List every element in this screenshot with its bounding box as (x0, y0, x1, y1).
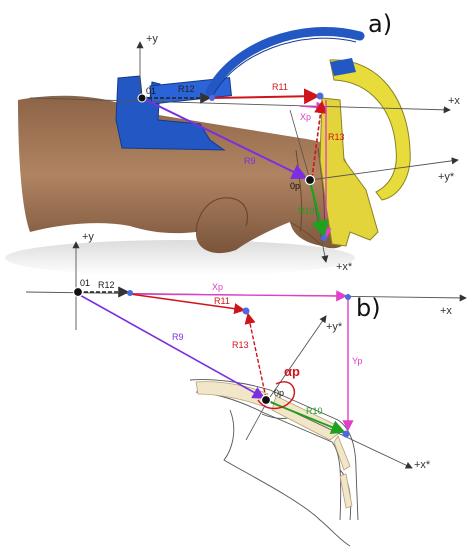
axis-a-y-label: +y (146, 33, 158, 45)
axis-b-x-label: +x (440, 305, 452, 317)
vector-b-r9-label: R9 (172, 332, 184, 342)
joints-a (137, 92, 327, 241)
vector-b-r10-label: R10 (306, 406, 323, 416)
point-b-xp-end (345, 294, 351, 300)
axis-a-y-star (309, 157, 459, 181)
ground-shadow (5, 240, 355, 276)
axis-a-y-star-label: +y* (438, 171, 455, 183)
point-a-o1-label: 01 (146, 86, 156, 96)
vector-b-r11 (129, 293, 246, 315)
axis-a-x-label: +x (448, 95, 460, 107)
point-b-op (260, 394, 272, 406)
joints-b (72, 286, 351, 438)
vector-a-r9 (141, 97, 308, 180)
vector-a-r9-label: R9 (244, 156, 256, 166)
orthosis-yellow-frame (319, 58, 411, 247)
axis-b-y-star (267, 315, 327, 401)
vector-a-r10 (308, 181, 329, 239)
vector-b-r13-label: R13 (232, 340, 249, 350)
panel-b: b) +y +x +y* +x* 01 0p R12 Xp R11 R13 Yp… (25, 231, 467, 547)
vectors-a (141, 88, 332, 240)
axis-b-x-star-label: +x* (414, 459, 431, 471)
axis-a-x-star-label: +x* (336, 261, 353, 273)
vectors-b (77, 286, 354, 434)
vector-a-r12-label: R12 (178, 84, 195, 94)
vector-a-r10-label: R10 (298, 206, 315, 216)
point-b-o1 (72, 286, 84, 298)
axis-b-y-star-label: +y* (326, 321, 343, 333)
axes-b (25, 241, 467, 469)
point-a-r11-end (316, 92, 324, 100)
vector-b-yp-label: Yp (352, 356, 362, 366)
vector-b-xp-label: Xp (212, 282, 223, 292)
point-a-op (304, 174, 316, 186)
point-b-op-label: 0p (274, 388, 284, 398)
vector-b-r11-label: R11 (214, 296, 230, 306)
finger-bones (195, 381, 353, 509)
point-b-r12-end (127, 290, 133, 296)
point-a-r12-end (209, 95, 215, 101)
axis-a-x (29, 97, 451, 114)
vector-a-r13 (311, 100, 327, 179)
labels-a: a) +y +x +y* +x* 01 0p R12 R11 Xp R13 R9… (146, 10, 460, 273)
vector-b-r12-label: R12 (98, 280, 115, 290)
vector-b-r9 (77, 293, 266, 399)
vector-b-r13 (244, 312, 267, 399)
labels-b: b) +y +x +y* +x* 01 0p R12 Xp R11 R13 Yp… (80, 231, 452, 471)
point-b-o1-label: 01 (80, 278, 90, 288)
point-a-o1 (137, 93, 147, 103)
vector-a-r13-label: R13 (328, 132, 345, 142)
vector-a-r11-label: R11 (272, 82, 288, 92)
vector-b-xp (131, 290, 348, 302)
vector-a-r11 (211, 88, 320, 105)
angle-b-label: αp (284, 364, 300, 379)
panel-a-letter: a) (368, 10, 392, 38)
point-b-r10-end (342, 430, 350, 438)
axis-b-y-label: +y (82, 231, 94, 243)
point-a-op-label: 0p (290, 181, 300, 191)
panel-a: a) +y +x +y* +x* 01 0p R12 R11 Xp R13 R9… (5, 10, 460, 276)
angle-arc-b (257, 381, 295, 410)
panel-b-letter: b) (356, 294, 381, 322)
vector-a-xp-label: Xp (300, 112, 311, 122)
point-b-r11-end (242, 307, 250, 315)
point-a-r10-end (321, 235, 327, 241)
